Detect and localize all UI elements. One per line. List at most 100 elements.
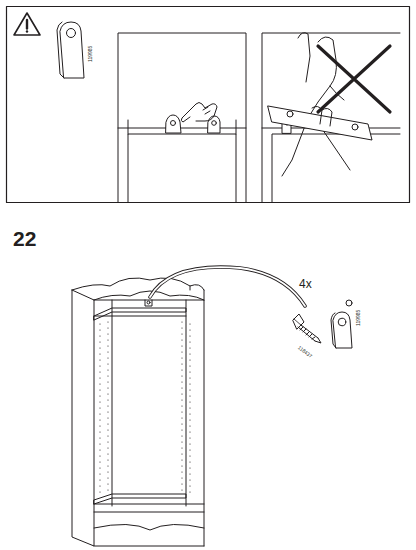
hole-rows (99, 321, 190, 492)
hole (189, 377, 190, 378)
hole (189, 329, 190, 330)
hole (99, 473, 100, 474)
hole (99, 407, 100, 408)
hole (181, 471, 182, 472)
bracket-part (57, 22, 84, 78)
hole (181, 435, 182, 436)
hole (107, 465, 108, 466)
cabinet-top-view (118, 33, 246, 202)
quantity-label: 4x (299, 278, 312, 290)
hole (99, 365, 100, 366)
step-number: 22 (13, 228, 36, 249)
detail-leader-inner (150, 267, 305, 306)
hole (181, 477, 182, 478)
hole (181, 339, 182, 340)
hole (107, 333, 108, 334)
hole (107, 483, 108, 484)
hole (99, 335, 100, 336)
hole (107, 399, 108, 400)
hole (99, 455, 100, 456)
hole (181, 423, 182, 424)
hole (181, 375, 182, 376)
hole (189, 371, 190, 372)
hole (107, 357, 108, 358)
hole (189, 341, 190, 342)
hole (99, 341, 100, 342)
hole (107, 375, 108, 376)
hole (181, 321, 182, 322)
hole (189, 353, 190, 354)
hole (189, 449, 190, 450)
hole (181, 453, 182, 454)
hole (99, 419, 100, 420)
wardrobe-frame (72, 278, 204, 546)
hole (181, 345, 182, 346)
hole (99, 431, 100, 432)
hole (99, 401, 100, 402)
hole (107, 417, 108, 418)
hole (189, 473, 190, 474)
hole (107, 423, 108, 424)
hole (107, 453, 108, 454)
hole (107, 387, 108, 388)
hole (99, 383, 100, 384)
hole (189, 455, 190, 456)
hole (99, 437, 100, 438)
hole (189, 461, 190, 462)
hole (107, 405, 108, 406)
hole (99, 329, 100, 330)
hole (189, 407, 190, 408)
hole (99, 371, 100, 372)
hole (181, 411, 182, 412)
hole (181, 387, 182, 388)
hole (181, 363, 182, 364)
hole (189, 431, 190, 432)
hole (99, 479, 100, 480)
hole (107, 393, 108, 394)
hole (107, 321, 108, 322)
hole (189, 479, 190, 480)
hole (181, 333, 182, 334)
hole (99, 323, 100, 324)
hole (107, 447, 108, 448)
hole (107, 351, 108, 352)
hole (189, 437, 190, 438)
hole (99, 443, 100, 444)
hole (189, 443, 190, 444)
hole (107, 459, 108, 460)
hole (181, 489, 182, 490)
hole (99, 467, 100, 468)
warning-symbol (14, 13, 40, 35)
hole (181, 357, 182, 358)
hole (189, 467, 190, 468)
hole (181, 399, 182, 400)
hole (189, 323, 190, 324)
hole (99, 413, 100, 414)
hole (189, 365, 190, 366)
hole (99, 449, 100, 450)
hole (189, 389, 190, 390)
hole (107, 411, 108, 412)
hole (99, 491, 100, 492)
hole (189, 359, 190, 360)
hole (189, 491, 190, 492)
hole (99, 347, 100, 348)
part-number: 119985 (88, 46, 93, 62)
hole (99, 395, 100, 396)
hole (107, 327, 108, 328)
hole (99, 353, 100, 354)
hole (107, 435, 108, 436)
hole (107, 339, 108, 340)
hole (181, 417, 182, 418)
hole (181, 405, 182, 406)
hole (181, 369, 182, 370)
hole (181, 327, 182, 328)
hole (181, 441, 182, 442)
hole (107, 489, 108, 490)
hole (189, 335, 190, 336)
hole (99, 425, 100, 426)
hole (99, 485, 100, 486)
screw-and-bracket (293, 300, 352, 348)
